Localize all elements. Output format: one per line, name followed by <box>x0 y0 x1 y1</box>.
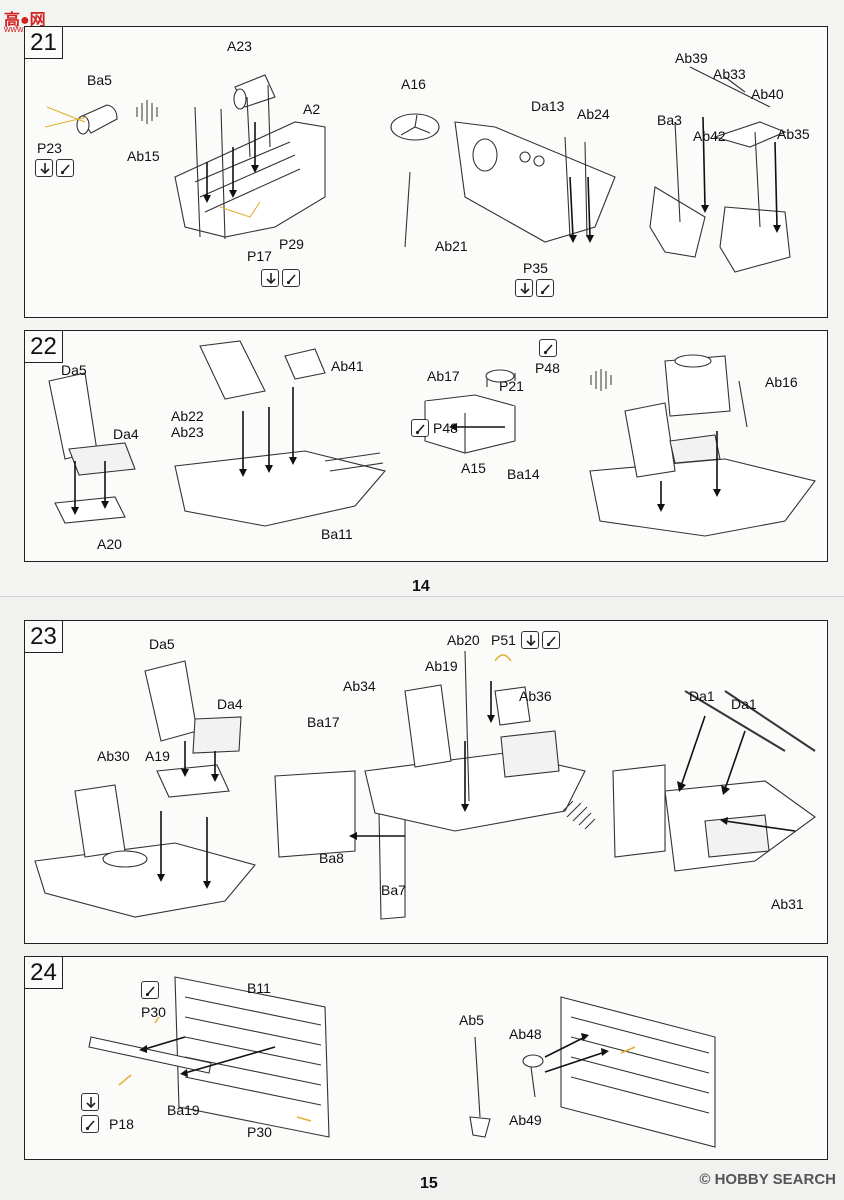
label-a16: A16 <box>401 76 426 92</box>
remove-gate-icon <box>261 269 279 287</box>
step-23-panel: 23 <box>24 620 828 944</box>
label-da5: Da5 <box>61 362 87 378</box>
label-ab16: Ab16 <box>765 374 798 390</box>
label-ab31: Ab31 <box>771 896 804 912</box>
step-number: 21 <box>25 27 63 59</box>
remove-gate-icon <box>521 631 539 649</box>
step-22-drawing <box>48 340 816 537</box>
step-number: 24 <box>25 957 63 989</box>
label-ab15: Ab15 <box>127 148 160 164</box>
label-ab48: Ab48 <box>509 1026 542 1042</box>
label-ab39: Ab39 <box>675 50 708 66</box>
cement-icon <box>282 269 300 287</box>
label-ba5: Ba5 <box>87 72 112 88</box>
label-p17: P17 <box>247 248 272 264</box>
watermark-hobby-search: © HOBBY SEARCH <box>699 1171 836 1188</box>
label-da4: Da4 <box>217 696 243 712</box>
label-ab40: Ab40 <box>751 86 784 102</box>
label-ba7: Ba7 <box>381 882 406 898</box>
page-15: 23 <box>0 597 844 1200</box>
cement-icon <box>542 631 560 649</box>
label-ab30: Ab30 <box>97 748 130 764</box>
label-ab36: Ab36 <box>519 688 552 704</box>
label-a20: A20 <box>97 536 122 552</box>
remove-gate-icon <box>515 279 533 297</box>
label-da1-left: Da1 <box>689 688 715 704</box>
label-ba19: Ba19 <box>167 1102 200 1118</box>
label-ba17: Ba17 <box>307 714 340 730</box>
label-a23: A23 <box>227 38 252 54</box>
remove-gate-icon <box>81 1093 99 1111</box>
label-da4: Da4 <box>113 426 139 442</box>
cement-icon <box>411 419 429 437</box>
label-p18: P18 <box>109 1116 134 1132</box>
label-ab34: Ab34 <box>343 678 376 694</box>
step-23-drawing <box>34 650 816 920</box>
cement-icon <box>56 159 74 177</box>
label-da1-right: Da1 <box>731 696 757 712</box>
label-ab49: Ab49 <box>509 1112 542 1128</box>
label-p30-bottom: P30 <box>247 1124 272 1140</box>
cement-icon <box>81 1115 99 1133</box>
page-number-14: 14 <box>412 578 430 595</box>
label-p35: P35 <box>523 260 548 276</box>
label-a15: A15 <box>461 460 486 476</box>
label-ab19: Ab19 <box>425 658 458 674</box>
label-ba11: Ba11 <box>321 526 353 542</box>
page-number-15: 15 <box>420 1175 438 1192</box>
label-ab35: Ab35 <box>777 126 810 142</box>
label-b11: B11 <box>247 980 271 996</box>
cement-icon <box>539 339 557 357</box>
label-p30-top: P30 <box>141 1004 166 1020</box>
label-ba14: Ba14 <box>507 466 540 482</box>
label-ab21: Ab21 <box>435 238 468 254</box>
label-p23: P23 <box>37 140 62 156</box>
label-p29: P29 <box>279 236 304 252</box>
label-p48-left: P48 <box>433 420 458 436</box>
label-ab41: Ab41 <box>331 358 364 374</box>
step-21-panel: 21 <box>24 26 828 318</box>
cement-icon <box>536 279 554 297</box>
step-21-drawing <box>44 66 791 273</box>
cement-icon <box>141 981 159 999</box>
label-ab5: Ab5 <box>459 1012 484 1028</box>
label-p21: P21 <box>499 378 524 394</box>
label-ab23: Ab23 <box>171 424 204 440</box>
label-p48-top: P48 <box>535 360 560 376</box>
remove-gate-icon <box>35 159 53 177</box>
watermark-logo: 高●网 <box>4 12 46 29</box>
label-ab17: Ab17 <box>427 368 460 384</box>
label-ba3: Ba3 <box>657 112 682 128</box>
label-ab24: Ab24 <box>577 106 610 122</box>
label-ab20: Ab20 <box>447 632 480 648</box>
label-a19: A19 <box>145 748 170 764</box>
label-ab33: Ab33 <box>713 66 746 82</box>
label-a2: A2 <box>303 101 321 117</box>
label-ba8: Ba8 <box>319 850 344 866</box>
label-ab22: Ab22 <box>171 408 204 424</box>
page-14: 高●网 www.moshou.com 21 <box>0 0 844 596</box>
step-22-panel: 22 <box>24 330 828 562</box>
label-da5: Da5 <box>149 636 175 652</box>
step-24-drawing <box>88 976 716 1148</box>
label-da13: Da13 <box>531 98 565 114</box>
step-24-panel: 24 <box>24 956 828 1160</box>
step-number: 22 <box>25 331 63 363</box>
label-p51: P51 <box>491 632 516 648</box>
step-number: 23 <box>25 621 63 653</box>
label-ab42: Ab42 <box>693 128 726 144</box>
